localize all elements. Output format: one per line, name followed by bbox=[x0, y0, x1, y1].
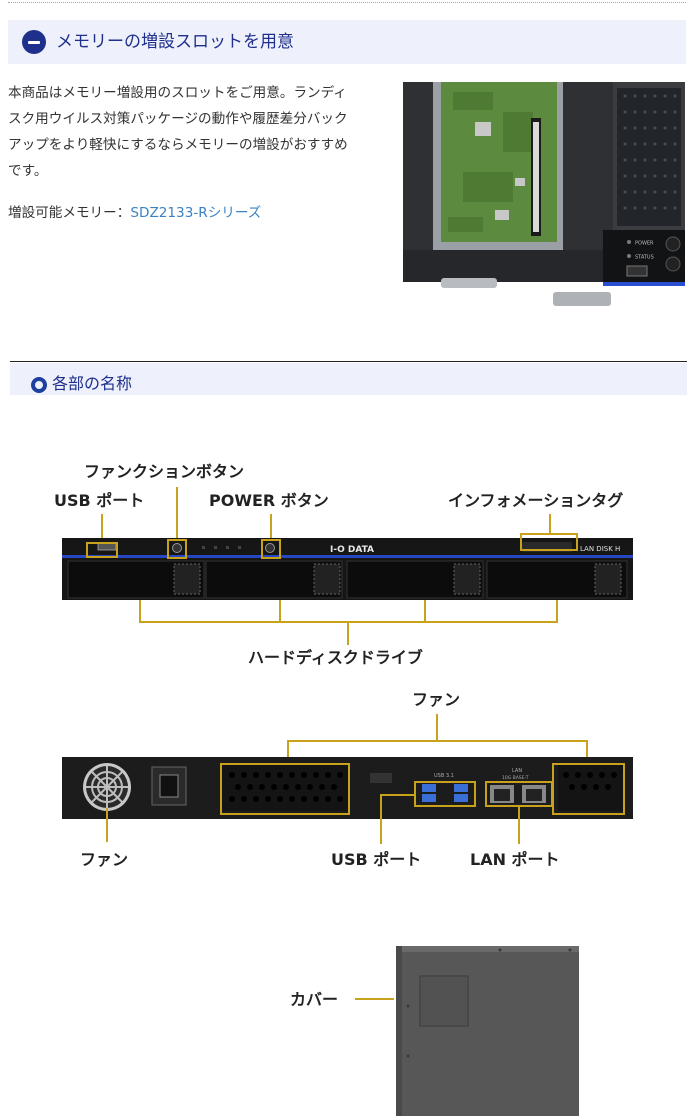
fan-left-callout-line bbox=[106, 808, 108, 842]
fan-bracket-leg bbox=[586, 740, 588, 763]
parts-divider bbox=[10, 361, 687, 362]
fan-vent-right-highlight-box bbox=[552, 763, 625, 815]
lan-spec-text: 10G BASE-T bbox=[502, 775, 529, 781]
usb-highlight-box bbox=[86, 542, 118, 558]
ring-bullet-icon bbox=[31, 377, 47, 393]
lan-highlight-box bbox=[485, 781, 553, 807]
rear-panel-image: USB 3.1 LAN 10G BASE-T bbox=[62, 757, 633, 819]
brand-logo: I-O DATA bbox=[330, 545, 374, 555]
parts-heading: 各部の名称 bbox=[52, 374, 133, 393]
photo-status-label: STATUS bbox=[635, 255, 654, 261]
hdd-bracket-leg bbox=[556, 600, 558, 622]
model-logo: LAN DISK H bbox=[580, 545, 620, 553]
memory-compat-link[interactable]: SDZ2133-Rシリーズ bbox=[130, 205, 262, 221]
hdd-bracket-leg bbox=[279, 600, 281, 622]
memory-description: 本商品はメモリー増設用のスロットをご用意。ランディ スク用ウイルス対策パッケージ… bbox=[8, 80, 388, 184]
hdd-bracket-leg bbox=[139, 600, 141, 622]
fan-bracket-bar bbox=[287, 740, 588, 742]
fan-left-label: ファン bbox=[80, 850, 129, 869]
power-callout-line bbox=[270, 514, 272, 542]
top-divider bbox=[8, 2, 686, 3]
function-highlight-box bbox=[167, 539, 187, 559]
info-tag-highlight-box bbox=[520, 533, 578, 551]
memory-heading-bar bbox=[8, 20, 686, 64]
usb-callout-line bbox=[101, 514, 103, 542]
memory-slot-photo: POWER STATUS bbox=[403, 82, 685, 314]
usb31-label: USB 3.1 bbox=[434, 773, 454, 779]
parts-heading-bar bbox=[10, 363, 687, 395]
memory-compat-line: 増設可能メモリー：SDZ2133-Rシリーズ bbox=[8, 200, 261, 226]
memory-description-line: アップをより軽快にするならメモリーの増設がおすすめ bbox=[8, 137, 348, 153]
lan-text: LAN bbox=[512, 768, 522, 774]
info-callout-line bbox=[549, 514, 551, 534]
function-callout-line bbox=[176, 487, 178, 539]
hdd-label: ハードディスクドライブ bbox=[248, 648, 423, 667]
cover-label: カバー bbox=[290, 990, 339, 1009]
minus-circle-icon bbox=[22, 30, 46, 54]
function-button-label: ファンクションボタン bbox=[84, 462, 245, 481]
memory-compat-label: 増設可能メモリー： bbox=[8, 205, 131, 221]
info-tag-label: インフォメーションタグ bbox=[448, 491, 624, 510]
lan-callout-line bbox=[518, 807, 520, 844]
rear-usb-highlight-box bbox=[414, 781, 476, 807]
nas-open-case-image: POWER STATUS bbox=[403, 82, 685, 314]
memory-description-line: です。 bbox=[8, 163, 48, 179]
hdd-bracket-leg bbox=[424, 600, 426, 622]
memory-description-line: スク用ウイルス対策パッケージの動作や履歴差分バック bbox=[8, 111, 348, 127]
cover-callout-line bbox=[355, 998, 417, 1000]
power-button-label: POWER ボタン bbox=[209, 491, 329, 510]
power-highlight-box bbox=[261, 539, 281, 559]
case-cover-image bbox=[394, 946, 581, 1120]
hdd-callout-line bbox=[347, 621, 349, 645]
memory-heading: メモリーの増設スロットを用意 bbox=[56, 32, 294, 52]
fan-top-label: ファン bbox=[412, 690, 461, 709]
front-usb-label: USB ポート bbox=[54, 491, 145, 510]
fan-callout-line bbox=[436, 714, 438, 741]
front-panel-image: I-O DATA LAN DISK H bbox=[62, 538, 633, 600]
photo-power-label: POWER bbox=[635, 241, 654, 247]
fan-bracket-leg bbox=[287, 740, 289, 763]
memory-description-line: 本商品はメモリー増設用のスロットをご用意。ランディ bbox=[8, 85, 347, 101]
rear-usb-label: USB ポート bbox=[331, 850, 422, 869]
rear-usb-callout-horizontal bbox=[380, 794, 416, 796]
rear-usb-callout-vertical bbox=[380, 794, 382, 844]
fan-vent-highlight-box bbox=[220, 763, 350, 815]
lan-port-label: LAN ポート bbox=[470, 850, 560, 869]
